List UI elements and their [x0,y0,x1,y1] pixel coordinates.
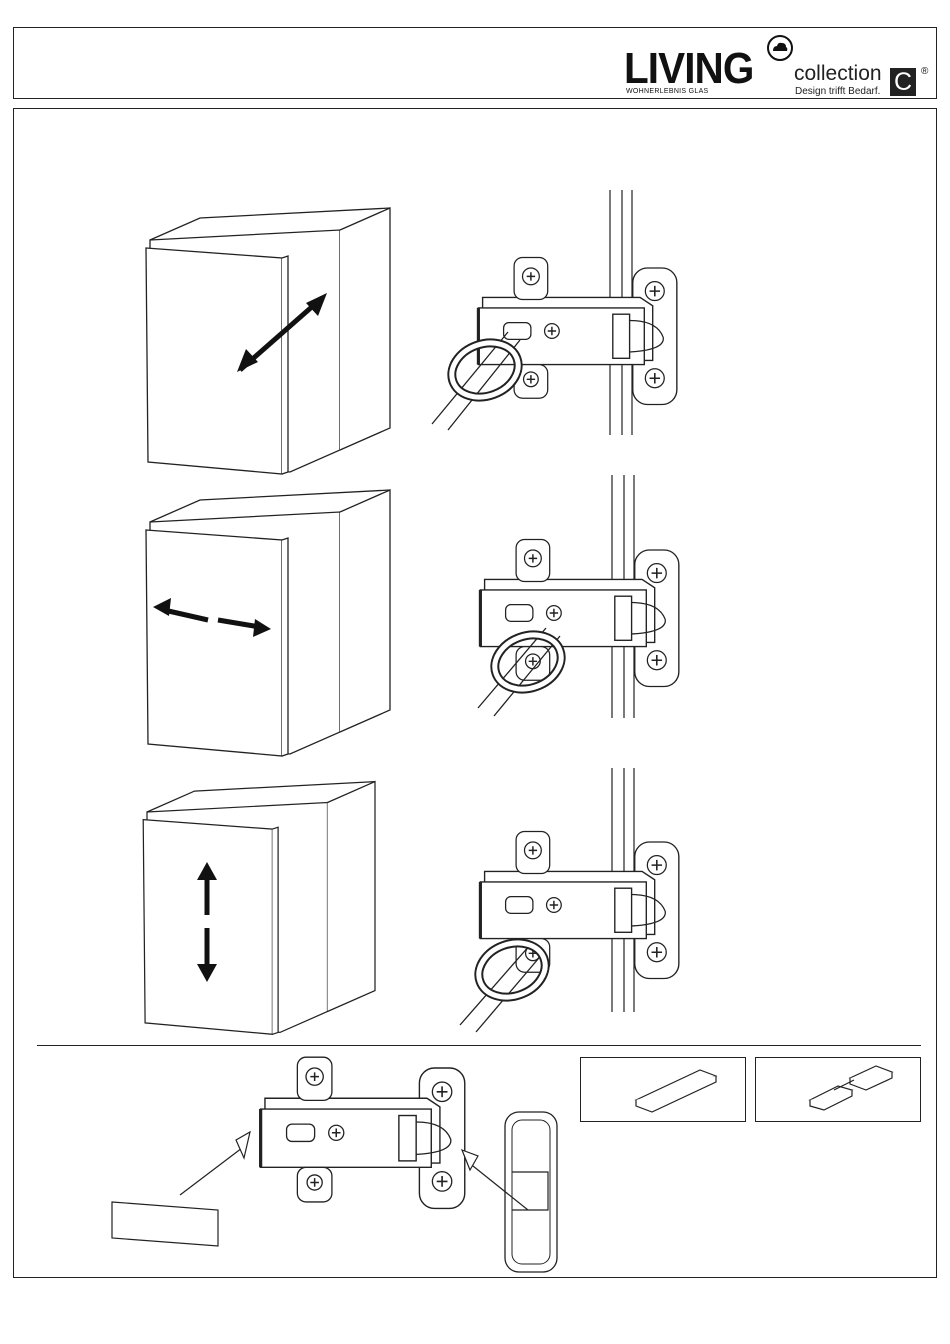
screwdriver-rotate-icon [432,332,526,430]
cover-plate-cap [462,1112,557,1272]
section-divider [37,1045,921,1046]
hinge-side [480,540,678,687]
accessory-box-flat [580,1057,746,1122]
hinge-detail [261,1057,465,1208]
accessory-box-double [755,1057,921,1122]
hinge-height [480,832,678,979]
cover-cap-small [112,1132,250,1246]
screwdriver-rotate-icon [460,934,553,1032]
cabinet-height [143,782,375,1035]
cabinet-depth [146,208,390,474]
cabinet-side [146,490,390,756]
